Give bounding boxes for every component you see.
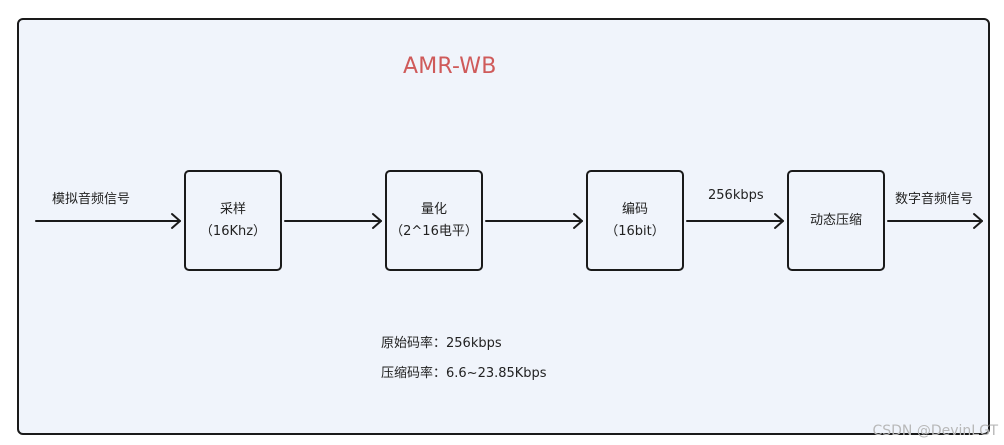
bitrate-label: 256kbps: [708, 188, 764, 203]
original-rate-note: 原始码率：256kbps: [381, 336, 502, 351]
arrowhead-output: [973, 213, 983, 229]
sampling-block: 采样 （16Khz）: [184, 170, 282, 271]
compression-block-title: 动态压缩: [809, 212, 862, 228]
diagram-title: AMR-WB: [403, 54, 497, 79]
compression-block: 动态压缩: [787, 170, 885, 271]
arrowhead-quantization: [573, 213, 583, 229]
compressed-rate-note: 压缩码率：6.6~23.85Kbps: [381, 366, 547, 381]
arrowhead-input: [171, 213, 181, 229]
sampling-block-detail: （16Khz）: [199, 223, 267, 239]
arrowhead-sampling: [372, 213, 382, 229]
output-label: 数字音频信号: [895, 192, 974, 207]
watermark: CSDN @DevinLGT: [872, 423, 998, 439]
arrowhead-encoding: [774, 213, 784, 229]
quantization-block-title: 量化: [420, 201, 447, 217]
encoding-block: 编码 （16bit）: [586, 170, 684, 271]
quantization-block: 量化 （2^16电平）: [385, 170, 483, 271]
input-label: 模拟音频信号: [52, 192, 131, 207]
encoding-block-detail: （16bit）: [605, 223, 665, 239]
encoding-block-title: 编码: [621, 201, 648, 217]
quantization-block-detail: （2^16电平）: [390, 223, 478, 239]
sampling-block-title: 采样: [219, 201, 246, 217]
